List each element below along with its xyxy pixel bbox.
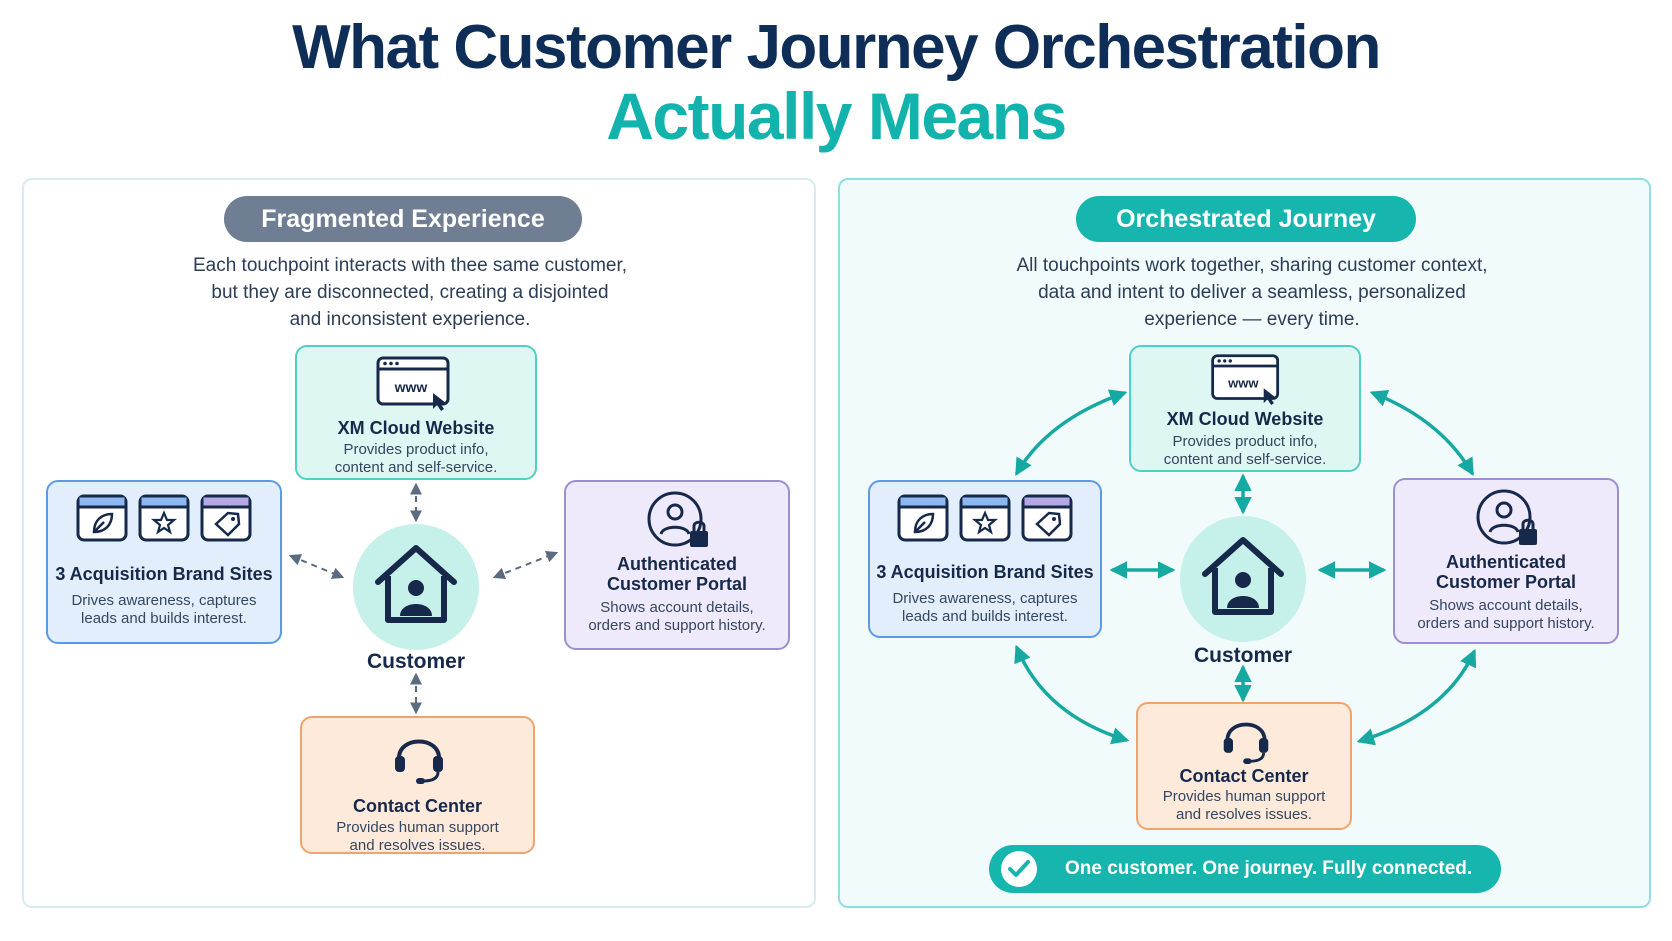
contact-center-desc: Provides human support and resolves issu… (1162, 788, 1326, 823)
page-title: What Customer Journey Orchestration (292, 13, 1381, 82)
svg-text:www: www (394, 379, 428, 395)
website-card: www XM Cloud Website Provides product in… (295, 345, 537, 480)
brand-sites-desc: Drives awareness, captures leads and bui… (71, 592, 257, 627)
leaf-site-icon (897, 494, 949, 542)
portal-card-orchestrated: Authenticated Customer Portal Shows acco… (1393, 478, 1619, 644)
portal-title: Authenticated Customer Portal (606, 554, 748, 594)
headset-icon (395, 739, 443, 784)
contact-center-desc: Provides human support and resolves issu… (336, 819, 499, 854)
user-lock-icon (1476, 489, 1537, 545)
tag-site-icon (200, 494, 252, 542)
contact-center-card-orchestrated: Contact Center Provides human support an… (1136, 702, 1352, 830)
fragmented-description: Each touchpoint interacts with thee same… (192, 255, 628, 330)
headset-icon (1223, 722, 1269, 764)
connected-banner: One customer. One journey. Fully connect… (989, 845, 1501, 893)
svg-text:www: www (1227, 375, 1259, 390)
browser-www-icon: www (376, 356, 450, 411)
customer-hub-label: Customer (1193, 644, 1293, 667)
fragmented-pill: Fragmented Experience (224, 196, 582, 242)
page-subtitle: Actually Means (606, 79, 1067, 153)
house-user-icon (1202, 537, 1284, 615)
brand-sites-icons (76, 494, 252, 542)
house-user-icon (375, 545, 457, 623)
brand-sites-title: 3 Acquisition Brand Sites (55, 564, 273, 584)
portal-card: Authenticated Customer Portal Shows acco… (564, 480, 790, 650)
arc-bottom-left (1014, 644, 1130, 745)
portal-desc: Shows account details, orders and suppor… (588, 599, 766, 634)
star-site-icon (959, 494, 1011, 542)
user-lock-icon (647, 491, 708, 547)
customer-hub-orchestrated (1180, 516, 1306, 642)
leaf-site-icon (76, 494, 128, 542)
browser-www-icon: www (1211, 354, 1280, 405)
website-desc: Provides product info, content and self-… (334, 441, 498, 476)
website-desc: Provides product info, content and self-… (1163, 433, 1327, 468)
customer-hub-label: Customer (366, 650, 466, 673)
brand-sites-card: 3 Acquisition Brand Sites Drives awarene… (46, 480, 282, 644)
brand-sites-title: 3 Acquisition Brand Sites (876, 562, 1094, 582)
customer-hub (353, 524, 479, 650)
brand-sites-desc: Drives awareness, captures leads and bui… (892, 590, 1078, 625)
banner-text: One customer. One journey. Fully connect… (1065, 858, 1473, 879)
check-circle-icon (1001, 851, 1037, 887)
website-card-orchestrated: www XM Cloud Website Provides product in… (1129, 345, 1361, 472)
contact-center-title: Contact Center (1179, 766, 1309, 786)
arc-top-right (1369, 390, 1474, 477)
website-title: XM Cloud Website (1166, 409, 1324, 429)
contact-center-card: Contact Center Provides human support an… (300, 716, 535, 854)
portal-desc: Shows account details, orders and suppor… (1417, 597, 1595, 632)
website-title: XM Cloud Website (337, 418, 495, 438)
contact-center-title: Contact Center (352, 796, 482, 816)
star-site-icon (138, 494, 190, 542)
arc-bottom-right (1356, 648, 1477, 746)
brand-sites-icons (897, 494, 1073, 542)
connector-brand (288, 554, 345, 579)
portal-title: Authenticated Customer Portal (1435, 552, 1577, 592)
arc-top-left (1015, 389, 1128, 477)
tag-site-icon (1021, 494, 1073, 542)
brand-sites-card-orchestrated: 3 Acquisition Brand Sites Drives awarene… (868, 480, 1102, 638)
orchestrated-pill: Orchestrated Journey (1076, 196, 1416, 242)
orchestrated-description: All touchpoints work together, sharing c… (1016, 255, 1488, 330)
